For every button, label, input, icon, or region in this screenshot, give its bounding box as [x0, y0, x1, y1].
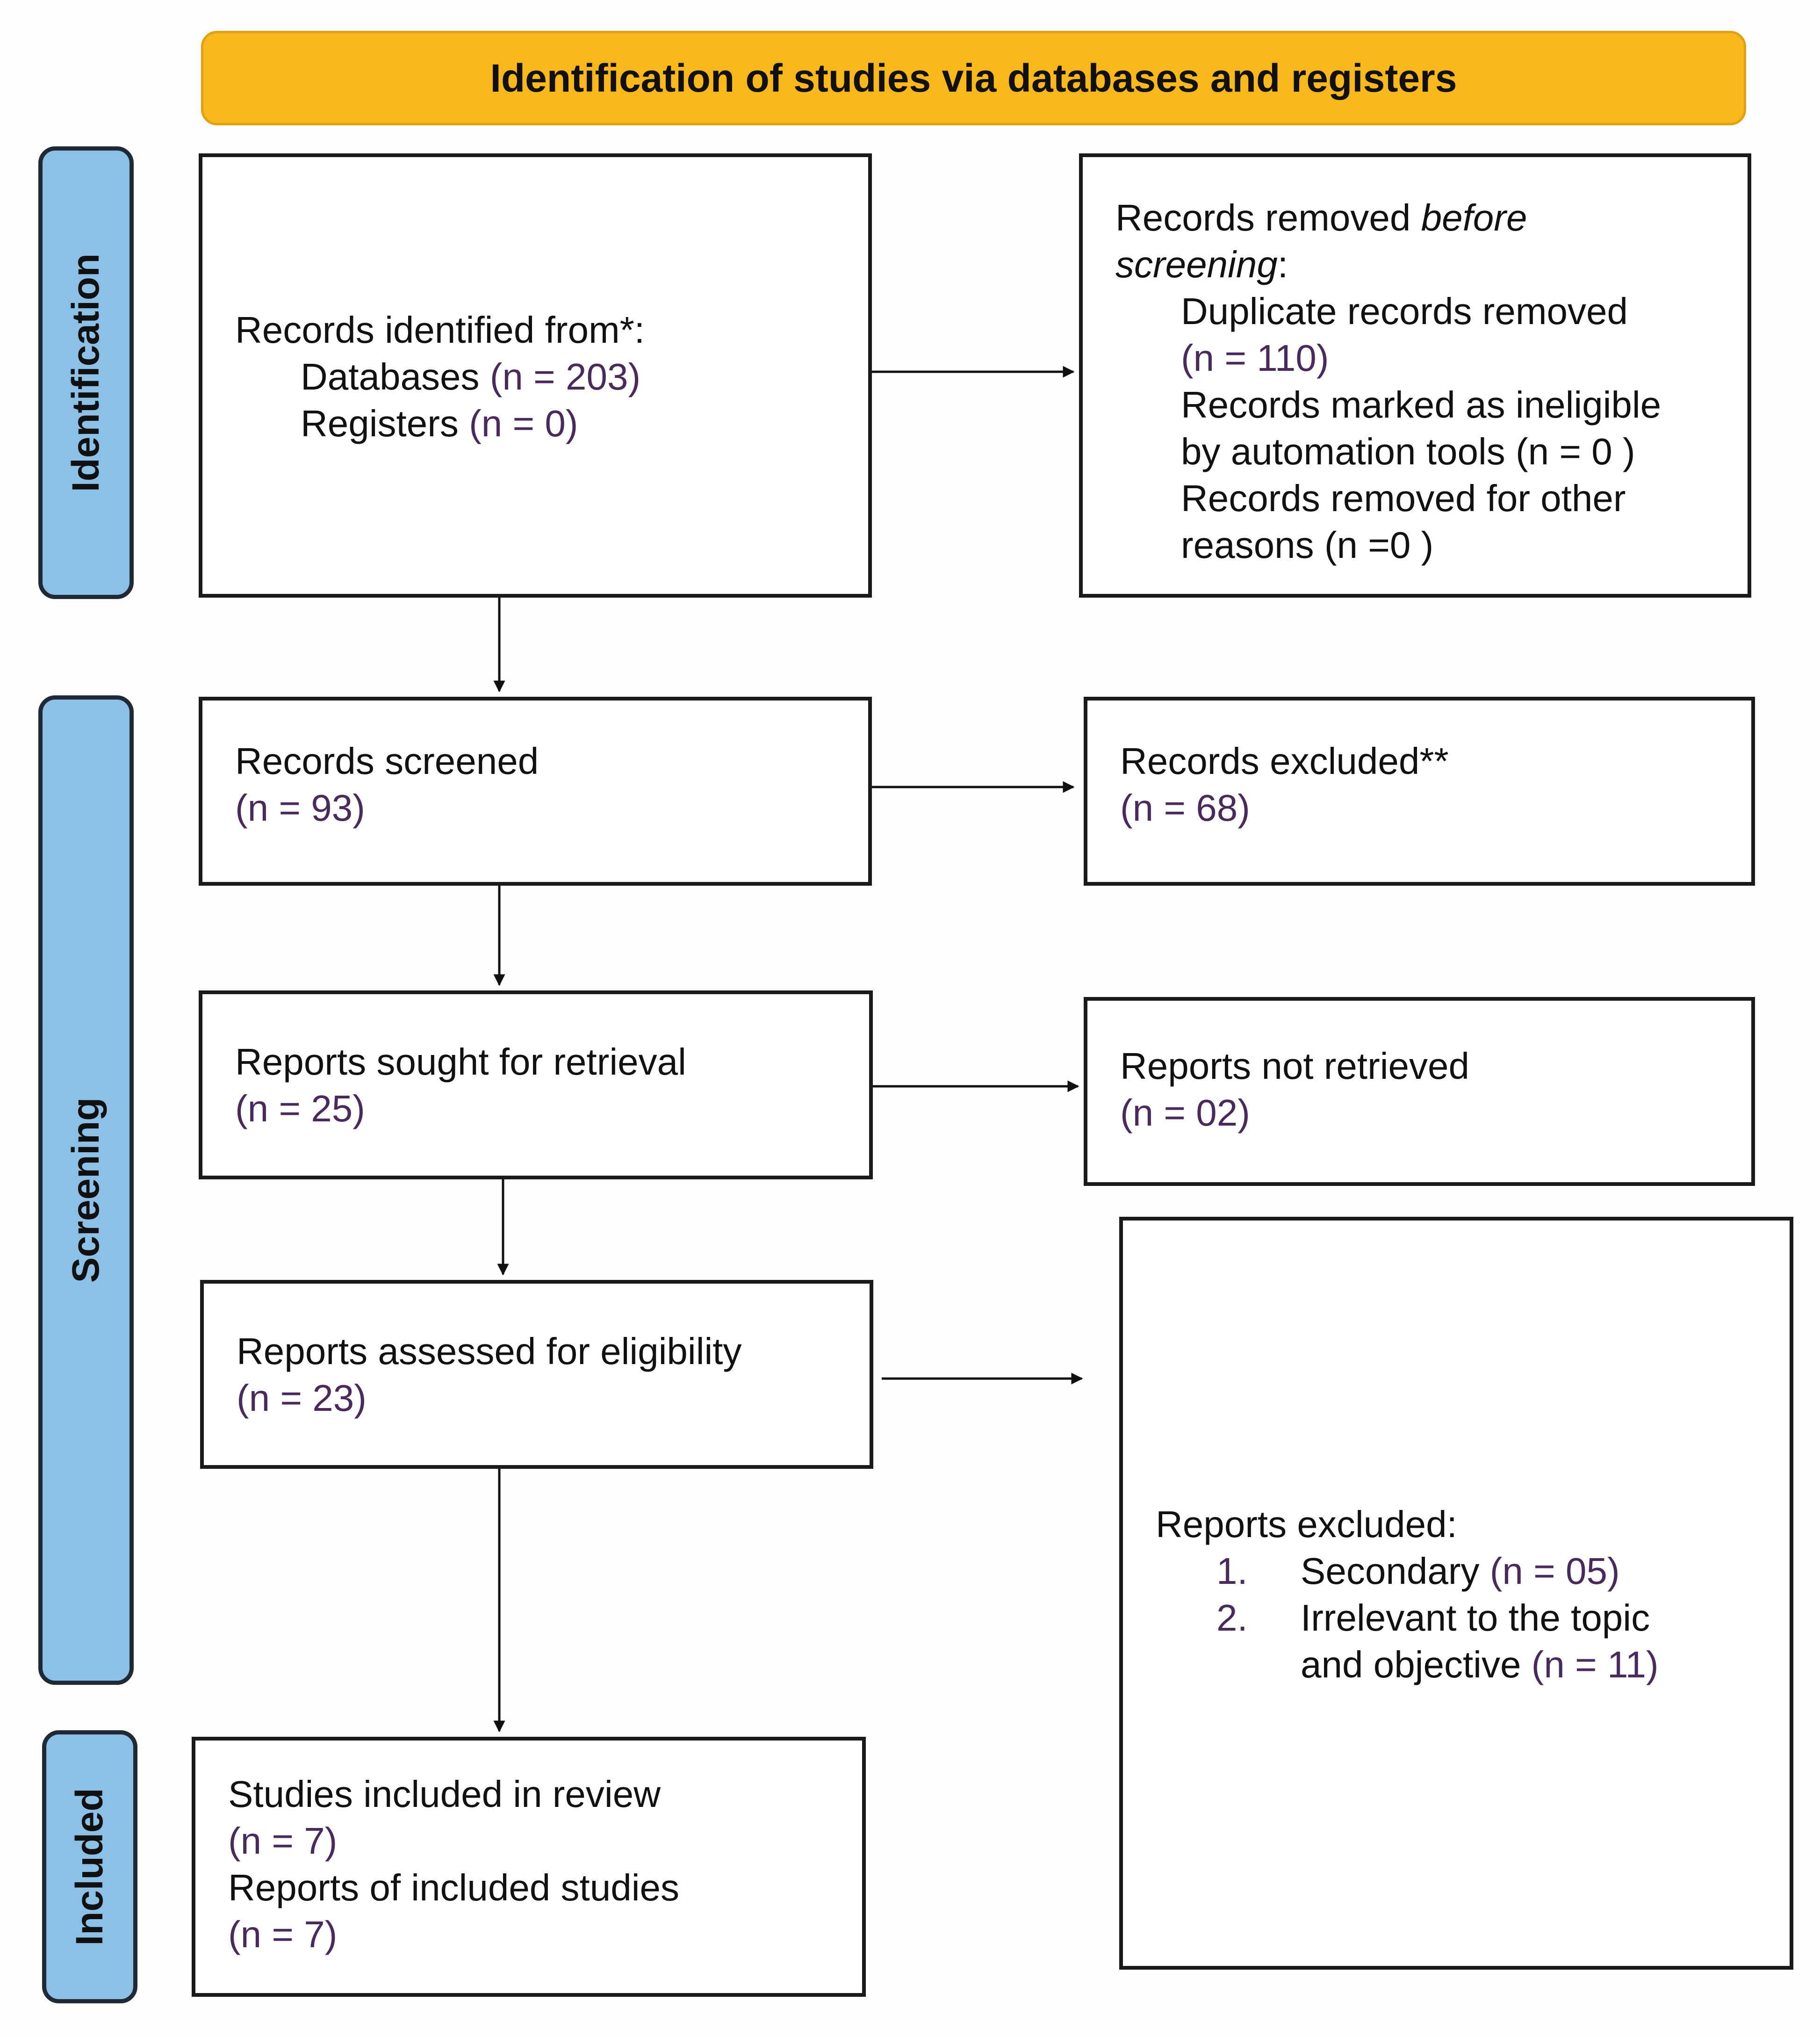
- reports-excluded-item-1: 1. Secondary (n = 05): [1216, 1550, 1620, 1592]
- records-removed-title-cont: screening:: [1115, 244, 1288, 285]
- records-excluded-text: Records excluded** (n = 68): [1120, 738, 1449, 831]
- records-removed-text: Records removed before screening: Duplic…: [1115, 195, 1661, 569]
- databases-count: (n = 203): [489, 356, 641, 397]
- records-screened-text: Records screened (n = 93): [235, 738, 539, 831]
- registers-count: (n = 0): [469, 403, 578, 444]
- reports-excluded-title: Reports excluded:: [1156, 1503, 1457, 1545]
- records-removed-title: Records removed before: [1115, 197, 1527, 238]
- reports-sought-box: Reports sought for retrieval (n = 25): [199, 990, 873, 1179]
- header-title: Identification of studies via databases …: [490, 56, 1457, 100]
- studies-included-count: (n = 7): [228, 1820, 338, 1862]
- reports-assessed-label: Reports assessed for eligibility: [237, 1330, 742, 1372]
- registers-line: Registers (n = 0): [301, 403, 578, 444]
- reports-excluded-box: Reports excluded: 1. Secondary (n = 05) …: [1119, 1217, 1793, 1970]
- reports-assessed-count: (n = 23): [237, 1377, 367, 1419]
- ineligible-line-2: by automation tools (n = 0 ): [1181, 431, 1635, 472]
- reports-sought-text: Reports sought for retrieval (n = 25): [235, 1039, 686, 1132]
- reports-assessed-box: Reports assessed for eligibility (n = 23…: [200, 1280, 873, 1469]
- reports-sought-count: (n = 25): [235, 1088, 365, 1129]
- duplicate-count: (n = 110): [1181, 337, 1329, 379]
- reports-assessed-text: Reports assessed for eligibility (n = 23…: [237, 1328, 741, 1422]
- stage-included-label: Included: [68, 1788, 111, 1946]
- records-identified-text: Records identified from*: Databases (n =…: [235, 307, 645, 447]
- records-excluded-label: Records excluded**: [1120, 740, 1449, 782]
- records-screened-box: Records screened (n = 93): [199, 697, 872, 886]
- reports-included-label: Reports of included studies: [228, 1867, 679, 1908]
- other-reasons-line-2: reasons (n =0 ): [1181, 524, 1434, 566]
- studies-included-text: Studies included in review (n = 7) Repor…: [228, 1771, 679, 1958]
- stage-screening-label: Screening: [65, 1097, 107, 1283]
- reports-included-count: (n = 7): [228, 1914, 338, 1955]
- reports-excluded-item-2: 2. Irrelevant to the topic: [1216, 1597, 1650, 1639]
- stage-screening: Screening: [38, 695, 134, 1685]
- reports-excluded-text: Reports excluded: 1. Secondary (n = 05) …: [1156, 1501, 1659, 1688]
- ineligible-line-1: Records marked as ineligible: [1181, 384, 1662, 426]
- stage-included: Included: [42, 1730, 137, 2003]
- reports-not-retrieved-label: Reports not retrieved: [1120, 1045, 1470, 1087]
- studies-included-label: Studies included in review: [228, 1773, 661, 1815]
- reports-not-retrieved-count: (n = 02): [1120, 1092, 1250, 1134]
- records-removed-box: Records removed before screening: Duplic…: [1079, 153, 1751, 598]
- records-identified-title: Records identified from*:: [235, 309, 645, 351]
- reports-not-retrieved-text: Reports not retrieved (n = 02): [1120, 1043, 1469, 1136]
- records-identified-box: Records identified from*: Databases (n =…: [199, 153, 872, 598]
- reports-not-retrieved-box: Reports not retrieved (n = 02): [1084, 997, 1755, 1186]
- diagram-header: Identification of studies via databases …: [201, 31, 1746, 125]
- stage-identification: Identification: [38, 146, 134, 599]
- studies-included-box: Studies included in review (n = 7) Repor…: [192, 1737, 866, 1997]
- records-screened-label: Records screened: [235, 740, 539, 782]
- other-reasons-line-1: Records removed for other: [1181, 477, 1626, 519]
- records-excluded-count: (n = 68): [1120, 787, 1250, 829]
- stage-identification-label: Identification: [65, 253, 107, 492]
- duplicate-label: Duplicate records removed: [1181, 290, 1628, 332]
- records-excluded-box: Records excluded** (n = 68): [1084, 697, 1755, 886]
- records-screened-count: (n = 93): [235, 787, 365, 829]
- reports-sought-label: Reports sought for retrieval: [235, 1041, 686, 1083]
- databases-line: Databases (n = 203): [301, 356, 641, 397]
- reports-excluded-item-2-cont: and objective (n = 11): [1301, 1644, 1659, 1685]
